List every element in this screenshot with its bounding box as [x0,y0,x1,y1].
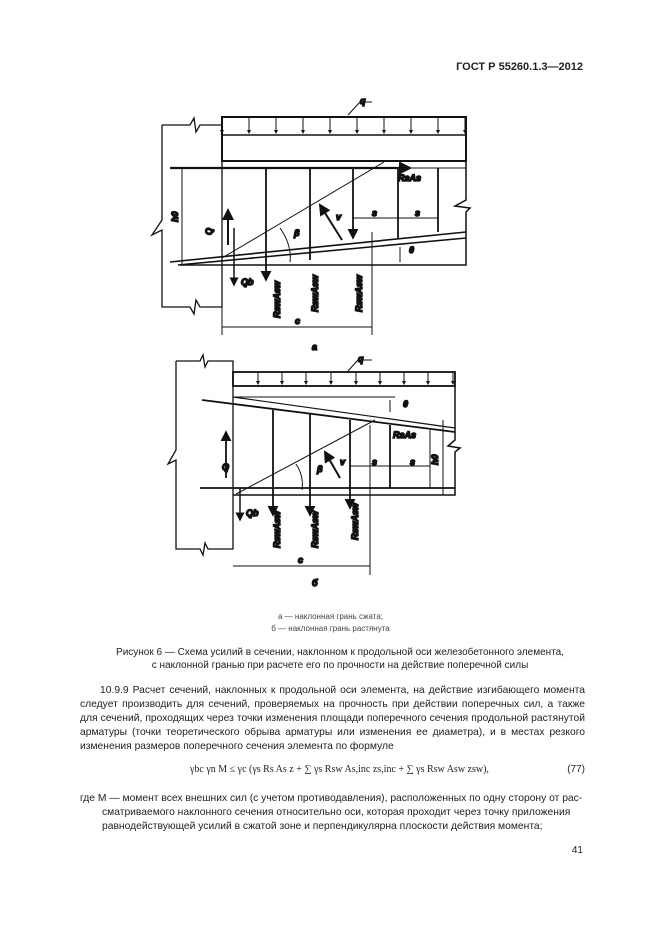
clause-text: 10.9.9 Расчет сечений, наклонных к продо… [80,685,585,752]
stirrup-force-label-a-1: RswAsw [272,280,282,318]
explanation-continuation: сматриваемого наклонного сечения относит… [102,807,571,832]
legend-line-1: а — наклонная грань сжата; [278,612,383,621]
stirrup-force-label-b-2: RswAsw [310,510,320,548]
stirrup-force-label-b-3: RswAsw [350,502,360,540]
diagram-a: q RsAs h0 Q Qb RswAsw RswAsw RswAsw s s … [150,95,472,353]
beta-label-a: β [293,228,300,238]
stirrup-force-label-a-2: RswAsw [310,274,320,312]
sublabel-a: а [312,342,317,352]
concrete-shear-label-a: Qb [241,277,254,287]
theta-label-a: θ [409,245,414,255]
crack-length-label-b: c [298,555,303,565]
figure-caption-line-1: Рисунок 6 — Схема усилий в сечении, накл… [116,647,564,658]
rebar-force-label-b: RsAs [393,430,416,440]
shear-label-b: Q [222,462,229,472]
formula-number: (77) [567,764,585,775]
formula-explanation: где M — момент всех внешних сил (с учето… [80,792,585,834]
page-number: 41 [571,845,583,856]
force-v-label-a: v [336,212,342,222]
rebar-force-label-a: RsAs [398,173,421,183]
distributed-load-arrows-b [256,373,455,385]
distributed-load-arrows [220,118,467,134]
load-label-a: q [360,96,366,106]
spacing-label-a-1: s [372,208,377,218]
spacing-label-b-1: s [372,457,377,467]
sublabel-b: б [312,578,318,588]
theta-label-b: θ [403,399,408,409]
stirrup-force-label-a-3: RswAsw [354,274,364,312]
height-label-b: h0 [430,454,440,465]
crack-length-label-a: c [295,316,300,326]
clause-10-9-9: 10.9.9 Расчет сечений, наклонных к продо… [80,684,585,754]
diagram-b: q RsAs h0 Q Qb RswAsw RswAsw RswAsw s s … [166,352,462,589]
formula-77: γbc γn M ≤ γc (γs Rs As z + ∑ γs Rsw As,… [190,764,489,775]
legend-line-2: б — наклонная грань растянута [271,624,390,633]
load-label-b: q [358,354,364,364]
beta-label-b: β [316,464,323,474]
height-label-a: h0 [170,211,180,222]
standard-header: ГОСТ Р 55260.1.3—2012 [456,61,583,73]
figure-6-diagrams: q RsAs h0 Q Qb RswAsw RswAsw RswAsw s s … [150,95,472,589]
shear-label-a: Q [204,228,214,235]
spacing-label-b-2: s [410,457,415,467]
spacing-label-a-2: s [415,208,420,218]
figure-caption-line-2: с наклонной гранью при расчете его по пр… [151,660,529,671]
explanation-first-line: где M — момент всех внешних сил (с учето… [80,793,583,804]
force-v-label-b: v [340,457,346,467]
stirrup-force-label-b-1: RswAsw [272,510,282,548]
concrete-shear-label-b: Qb [246,508,259,518]
